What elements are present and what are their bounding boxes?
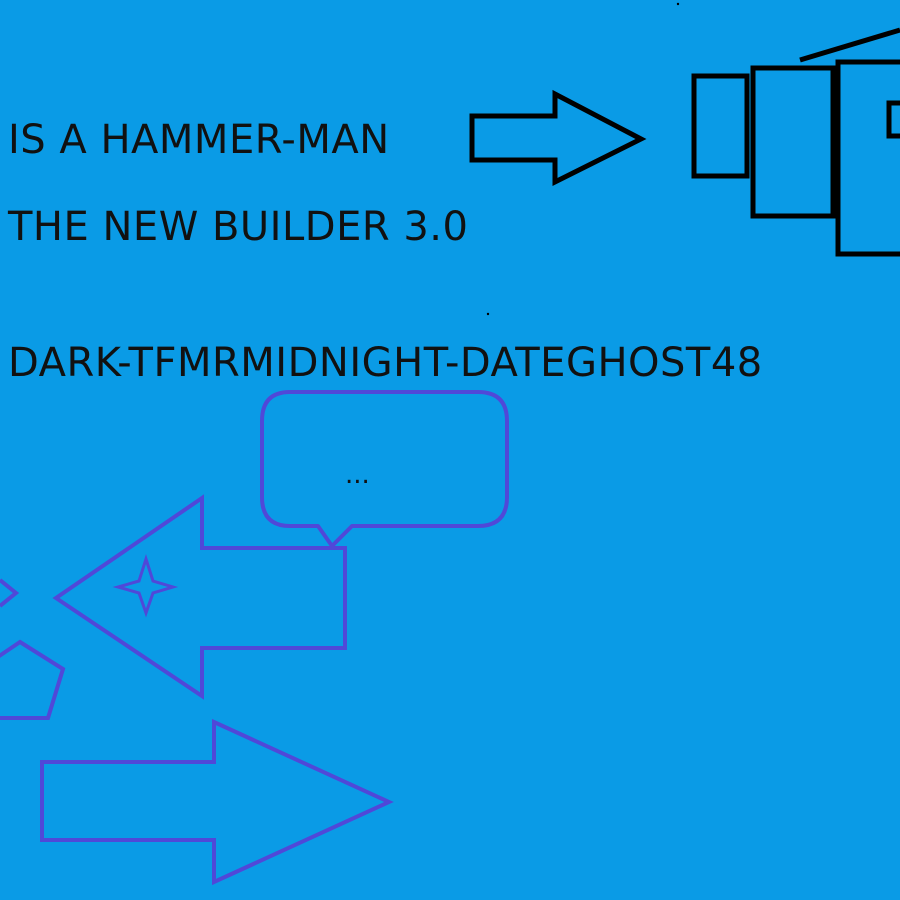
speck — [486, 312, 490, 316]
black-right-arrow — [469, 89, 647, 187]
black-box-cluster — [691, 27, 900, 257]
left-edge-mark — [0, 578, 20, 608]
speech-bubble — [260, 390, 509, 548]
speech-bubble-text: ... — [345, 460, 370, 490]
caption-author-name: DARK-TFMRMIDNIGHT-DATEGHOST48 — [8, 340, 763, 386]
pentagon — [0, 639, 66, 720]
purple-right-arrow — [40, 718, 394, 886]
caption-new-builder: THE NEW BUILDER 3.0 — [8, 204, 469, 250]
purple-left-arrow — [52, 494, 347, 700]
speck — [676, 2, 680, 6]
four-point-star — [112, 554, 179, 618]
caption-hammer-man: IS A HAMMER-MAN — [8, 117, 390, 163]
